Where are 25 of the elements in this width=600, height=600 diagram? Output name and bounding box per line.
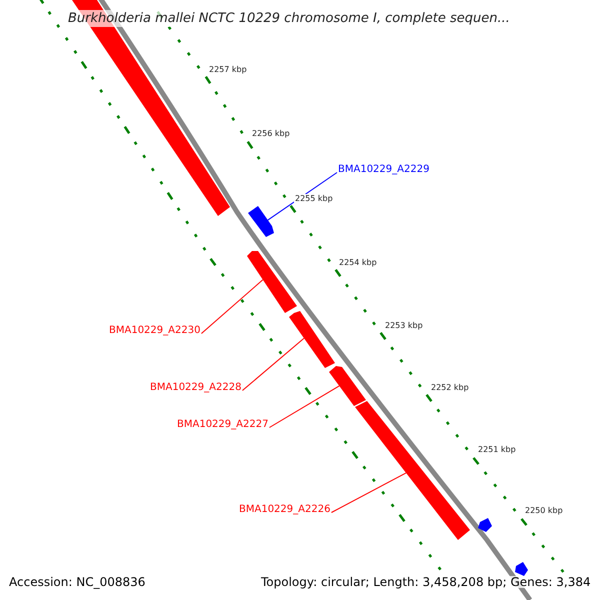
gene-feature xyxy=(289,311,335,368)
gene-label: BMA10229_A2230 xyxy=(109,326,200,336)
info-text: Accession: NC_008836 xyxy=(9,576,146,588)
leader-line xyxy=(242,338,305,391)
gene-feature xyxy=(247,251,297,313)
leader-line xyxy=(330,472,407,513)
scale-label: 2254 kbp xyxy=(338,258,378,268)
leader-line xyxy=(200,279,264,334)
gene-feature xyxy=(329,366,366,406)
gene-label: BMA10229_A2227 xyxy=(177,420,268,430)
scale-label: 2256 kbp xyxy=(251,129,291,139)
scale-label: 2253 kbp xyxy=(384,321,424,331)
scale-label: 2250 kbp xyxy=(524,506,564,516)
scale-label: 2255 kbp xyxy=(294,194,334,204)
gene-label: BMA10229_A2228 xyxy=(150,383,242,393)
gene-feature xyxy=(248,206,274,237)
gene-label: BMA10229_A2226 xyxy=(239,505,330,515)
leader-line xyxy=(268,385,340,428)
gene-feature xyxy=(355,401,470,540)
gene-label: BMA10229_A2229 xyxy=(338,165,430,175)
scale-label: 2251 kbp xyxy=(477,445,517,455)
scale-label: 2257 kbp xyxy=(208,65,248,75)
scale-label: 2252 kbp xyxy=(430,383,470,393)
title: Burkholderia mallei NCTC 10229 chromosome I, complete sequen... xyxy=(68,10,510,27)
info-text: Topology: circular; Length: 3,458,208 bp; Genes: 3,384 xyxy=(261,576,591,588)
